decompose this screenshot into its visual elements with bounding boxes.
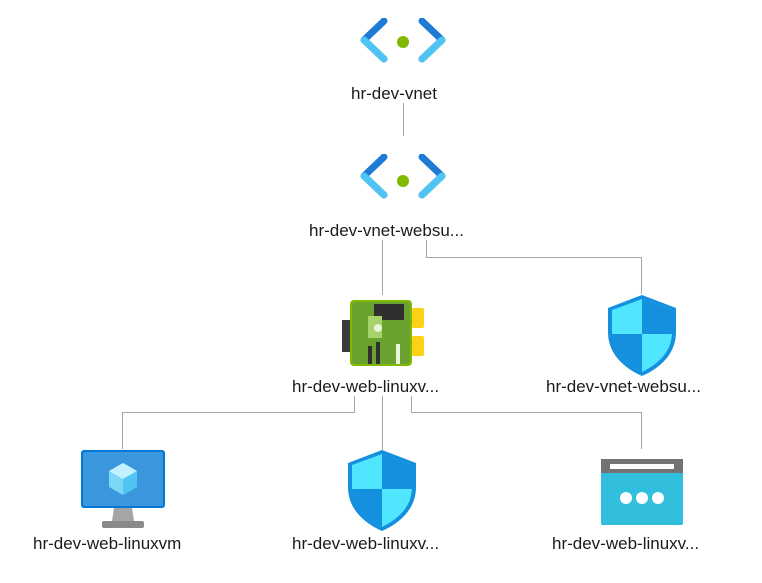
edge-nic-to-pip-horizontal [411, 412, 642, 413]
shield-icon [348, 450, 416, 531]
public-ip-icon [601, 459, 683, 525]
edge-nic-to-pip-down [641, 412, 642, 449]
node-label-vm: hr-dev-web-linuxvm [33, 534, 182, 553]
node-label-public-ip: hr-dev-web-linuxv... [552, 534, 700, 553]
edge-subnet-to-nsg [426, 240, 427, 258]
node-vm[interactable] [80, 449, 166, 529]
edge-nic-to-vm-up [354, 396, 355, 413]
node-nic[interactable] [340, 298, 428, 368]
edge-nic-to-nsg [382, 396, 383, 450]
edge-nic-to-vm-horizontal [122, 412, 355, 413]
edge-subnet-to-nsg-horizontal [426, 257, 642, 258]
edge-nic-to-vm-down [122, 412, 123, 449]
network-interface-icon [342, 300, 424, 366]
shield-icon [608, 295, 676, 376]
node-subnet-nsg[interactable] [606, 294, 678, 378]
node-label-subnet: hr-dev-vnet-websu... [309, 221, 464, 240]
subnet-icon [360, 154, 446, 199]
node-nic-nsg[interactable] [346, 449, 418, 533]
virtual-machine-icon [81, 450, 165, 528]
node-label-nic-nsg: hr-dev-web-linuxv... [292, 534, 440, 553]
node-subnet[interactable] [360, 154, 450, 209]
node-public-ip[interactable] [600, 458, 684, 526]
node-label-nic: hr-dev-web-linuxv... [292, 377, 440, 396]
edge-vnet-to-subnet [403, 103, 404, 136]
node-label-vnet: hr-dev-vnet [351, 84, 437, 103]
edge-subnet-to-nsg-down [641, 257, 642, 294]
node-label-subnet-nsg: hr-dev-vnet-websu... [546, 377, 701, 396]
node-vnet[interactable] [360, 18, 450, 108]
edge-nic-to-pip-up [411, 396, 412, 413]
virtual-network-icon [360, 18, 446, 63]
edge-subnet-to-nic [382, 240, 383, 295]
